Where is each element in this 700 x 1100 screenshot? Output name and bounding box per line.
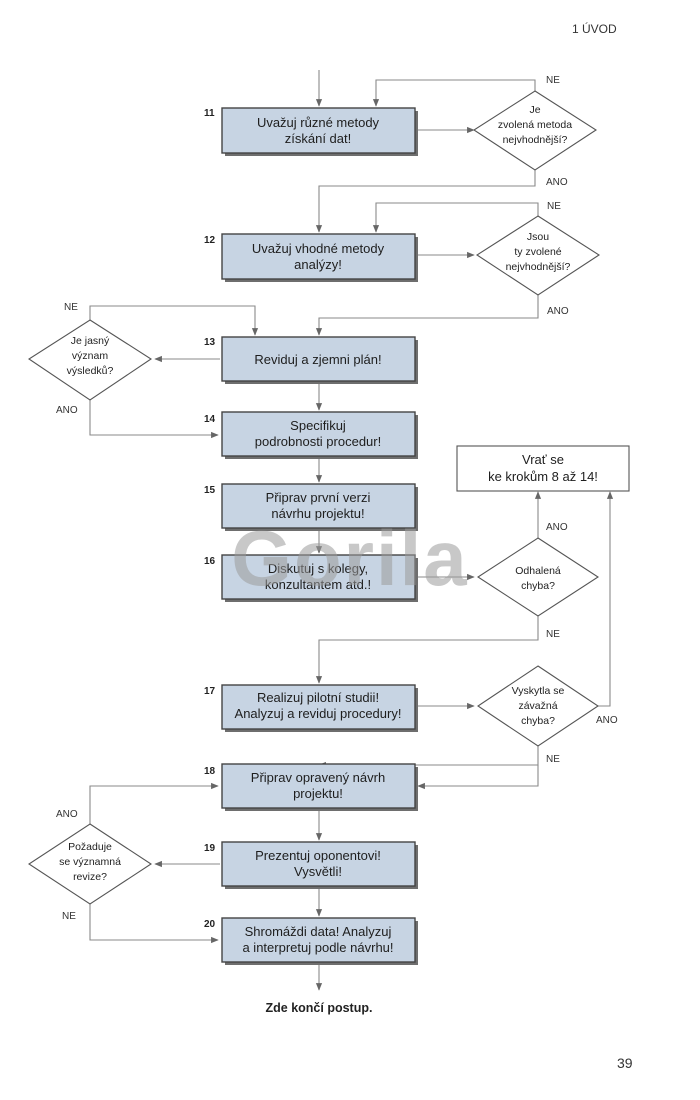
step-line: a interpretuj podle návrhu! bbox=[242, 940, 393, 955]
step-line: Diskutuj s kolegy, bbox=[268, 561, 368, 576]
decision-yes-label: ANO bbox=[546, 177, 568, 188]
decision-line: Je jasný bbox=[71, 335, 110, 347]
step-number: 13 bbox=[204, 337, 216, 348]
decision-line: chyba? bbox=[521, 580, 555, 592]
edge-decision-2-no bbox=[372, 202, 539, 233]
end-text: Zde končí postup. bbox=[266, 1001, 373, 1015]
decision-line: Je bbox=[529, 104, 540, 116]
step-line: Prezentuj oponentovi! bbox=[255, 848, 381, 863]
edge-decision-4-no bbox=[315, 616, 539, 684]
decision-line: Jsou bbox=[527, 231, 549, 243]
step-line: konzultantem atd.! bbox=[265, 577, 371, 592]
step-11: 11 Uvažuj různé metody získání dat! bbox=[204, 107, 418, 156]
step-number: 18 bbox=[204, 766, 216, 777]
decision-line: Vyskytla se bbox=[512, 685, 565, 697]
decision-line: zvolená metoda bbox=[498, 119, 572, 131]
decision-line: nejvhodnější? bbox=[503, 134, 568, 146]
step-number: 15 bbox=[204, 485, 216, 496]
decision-yes-label: ANO bbox=[596, 715, 618, 726]
decision-no-label: NE bbox=[547, 201, 561, 212]
decision-yes-label: ANO bbox=[546, 522, 568, 533]
step-line: Reviduj a zjemni plán! bbox=[254, 352, 381, 367]
step-line: získání dat! bbox=[285, 131, 351, 146]
edge-decision-3-yes bbox=[89, 400, 219, 439]
step-line: Shromáždi data! Analyzuj bbox=[245, 924, 392, 939]
step-line: Analyzuj a reviduj procedury! bbox=[235, 706, 402, 721]
step-12: 12 Uvažuj vhodné metody analýzy! bbox=[204, 233, 418, 282]
step-15: 15 Připrav první verzi návrhu projektu! bbox=[204, 483, 418, 531]
step-number: 14 bbox=[204, 414, 216, 425]
decision-5: Vyskytla se závažná chyba? NE ANO bbox=[477, 665, 618, 765]
step-number: 16 bbox=[204, 556, 216, 567]
decision-no-label: NE bbox=[546, 754, 560, 765]
decision-line: chyba? bbox=[521, 715, 555, 727]
step-18: 18 Připrav opravený návrh projektu! bbox=[204, 763, 418, 811]
step-number: 20 bbox=[204, 919, 216, 930]
step-17: 17 Realizuj pilotní studii! Analyzuj a r… bbox=[204, 684, 418, 732]
step-line: projektu! bbox=[293, 786, 343, 801]
edge-decision-1-yes bbox=[315, 170, 536, 233]
edge-decision-6-no bbox=[89, 904, 219, 944]
step-line: Uvažuj vhodné metody bbox=[252, 241, 385, 256]
chapter-header: 1 ÚVOD bbox=[572, 21, 617, 36]
decision-no-label: NE bbox=[62, 911, 76, 922]
return-line: ke krokům 8 až 14! bbox=[488, 469, 598, 484]
return-box: Vrať se ke krokům 8 až 14! bbox=[456, 445, 630, 492]
step-line: návrhu projektu! bbox=[271, 506, 364, 521]
step-20: 20 Shromáždi data! Analyzuj a interpretu… bbox=[204, 917, 418, 965]
decision-line: význam bbox=[72, 350, 108, 362]
decision-line: výsledků? bbox=[67, 365, 114, 377]
step-number: 17 bbox=[204, 686, 216, 697]
edge-decision-3-no bbox=[89, 305, 259, 336]
decision-line: Odhalená bbox=[515, 565, 561, 577]
decision-line: ty zvolené bbox=[514, 246, 561, 258]
step-line: Specifikuj bbox=[290, 418, 346, 433]
decision-line: Požaduje bbox=[68, 841, 112, 853]
step-number: 12 bbox=[204, 235, 216, 246]
decision-no-label: NE bbox=[546, 629, 560, 640]
step-line: Připrav první verzi bbox=[266, 490, 371, 505]
step-14: 14 Specifikuj podrobnosti procedur! bbox=[204, 411, 418, 459]
step-19: 19 Prezentuj oponentovi! Vysvětli! bbox=[204, 841, 418, 889]
decision-line: závažná bbox=[518, 700, 557, 712]
step-line: Připrav opravený návrh bbox=[251, 770, 385, 785]
edge-decision-5-yes bbox=[598, 491, 614, 707]
edge-decision-5-no-b bbox=[417, 765, 539, 790]
edge-decision-5-no-a bbox=[318, 746, 539, 769]
decision-4: Odhalená chyba? NE ANO bbox=[476, 522, 600, 640]
decision-line: se významná bbox=[59, 856, 121, 868]
connectors bbox=[89, 70, 614, 991]
decision-yes-label: ANO bbox=[56, 809, 78, 820]
decision-no-label: NE bbox=[64, 302, 78, 313]
page-number: 39 bbox=[617, 1055, 633, 1071]
edge-decision-1-no bbox=[372, 79, 536, 107]
decision-3: Je jasný význam výsledků? NE ANO bbox=[27, 302, 153, 416]
step-line: podrobnosti procedur! bbox=[255, 434, 381, 449]
step-number: 19 bbox=[204, 843, 216, 854]
decision-yes-label: ANO bbox=[547, 306, 569, 317]
edge-decision-6-yes bbox=[89, 782, 219, 824]
decision-line: nejvhodnější? bbox=[506, 261, 571, 273]
step-13: 13 Reviduj a zjemni plán! bbox=[204, 336, 418, 384]
decision-1: Je zvolená metoda nejvhodnější? NE ANO bbox=[472, 75, 598, 188]
decision-2: Jsou ty zvolené nejvhodnější? NE ANO bbox=[475, 201, 601, 317]
decision-line: revize? bbox=[73, 871, 107, 883]
step-16: 16 Diskutuj s kolegy, konzultantem atd.! bbox=[204, 554, 418, 602]
return-line: Vrať se bbox=[522, 452, 564, 467]
decision-no-label: NE bbox=[546, 75, 560, 86]
watermark: Gorila bbox=[231, 514, 468, 602]
decision-6: Požaduje se významná revize? ANO NE bbox=[27, 809, 153, 922]
edge-decision-2-yes bbox=[315, 295, 539, 336]
step-line: analýzy! bbox=[294, 257, 342, 272]
step-line: Uvažuj různé metody bbox=[257, 115, 380, 130]
step-number: 11 bbox=[204, 108, 215, 119]
decision-yes-label: ANO bbox=[56, 405, 78, 416]
step-line: Vysvětli! bbox=[294, 864, 342, 879]
step-line: Realizuj pilotní studii! bbox=[257, 690, 379, 705]
